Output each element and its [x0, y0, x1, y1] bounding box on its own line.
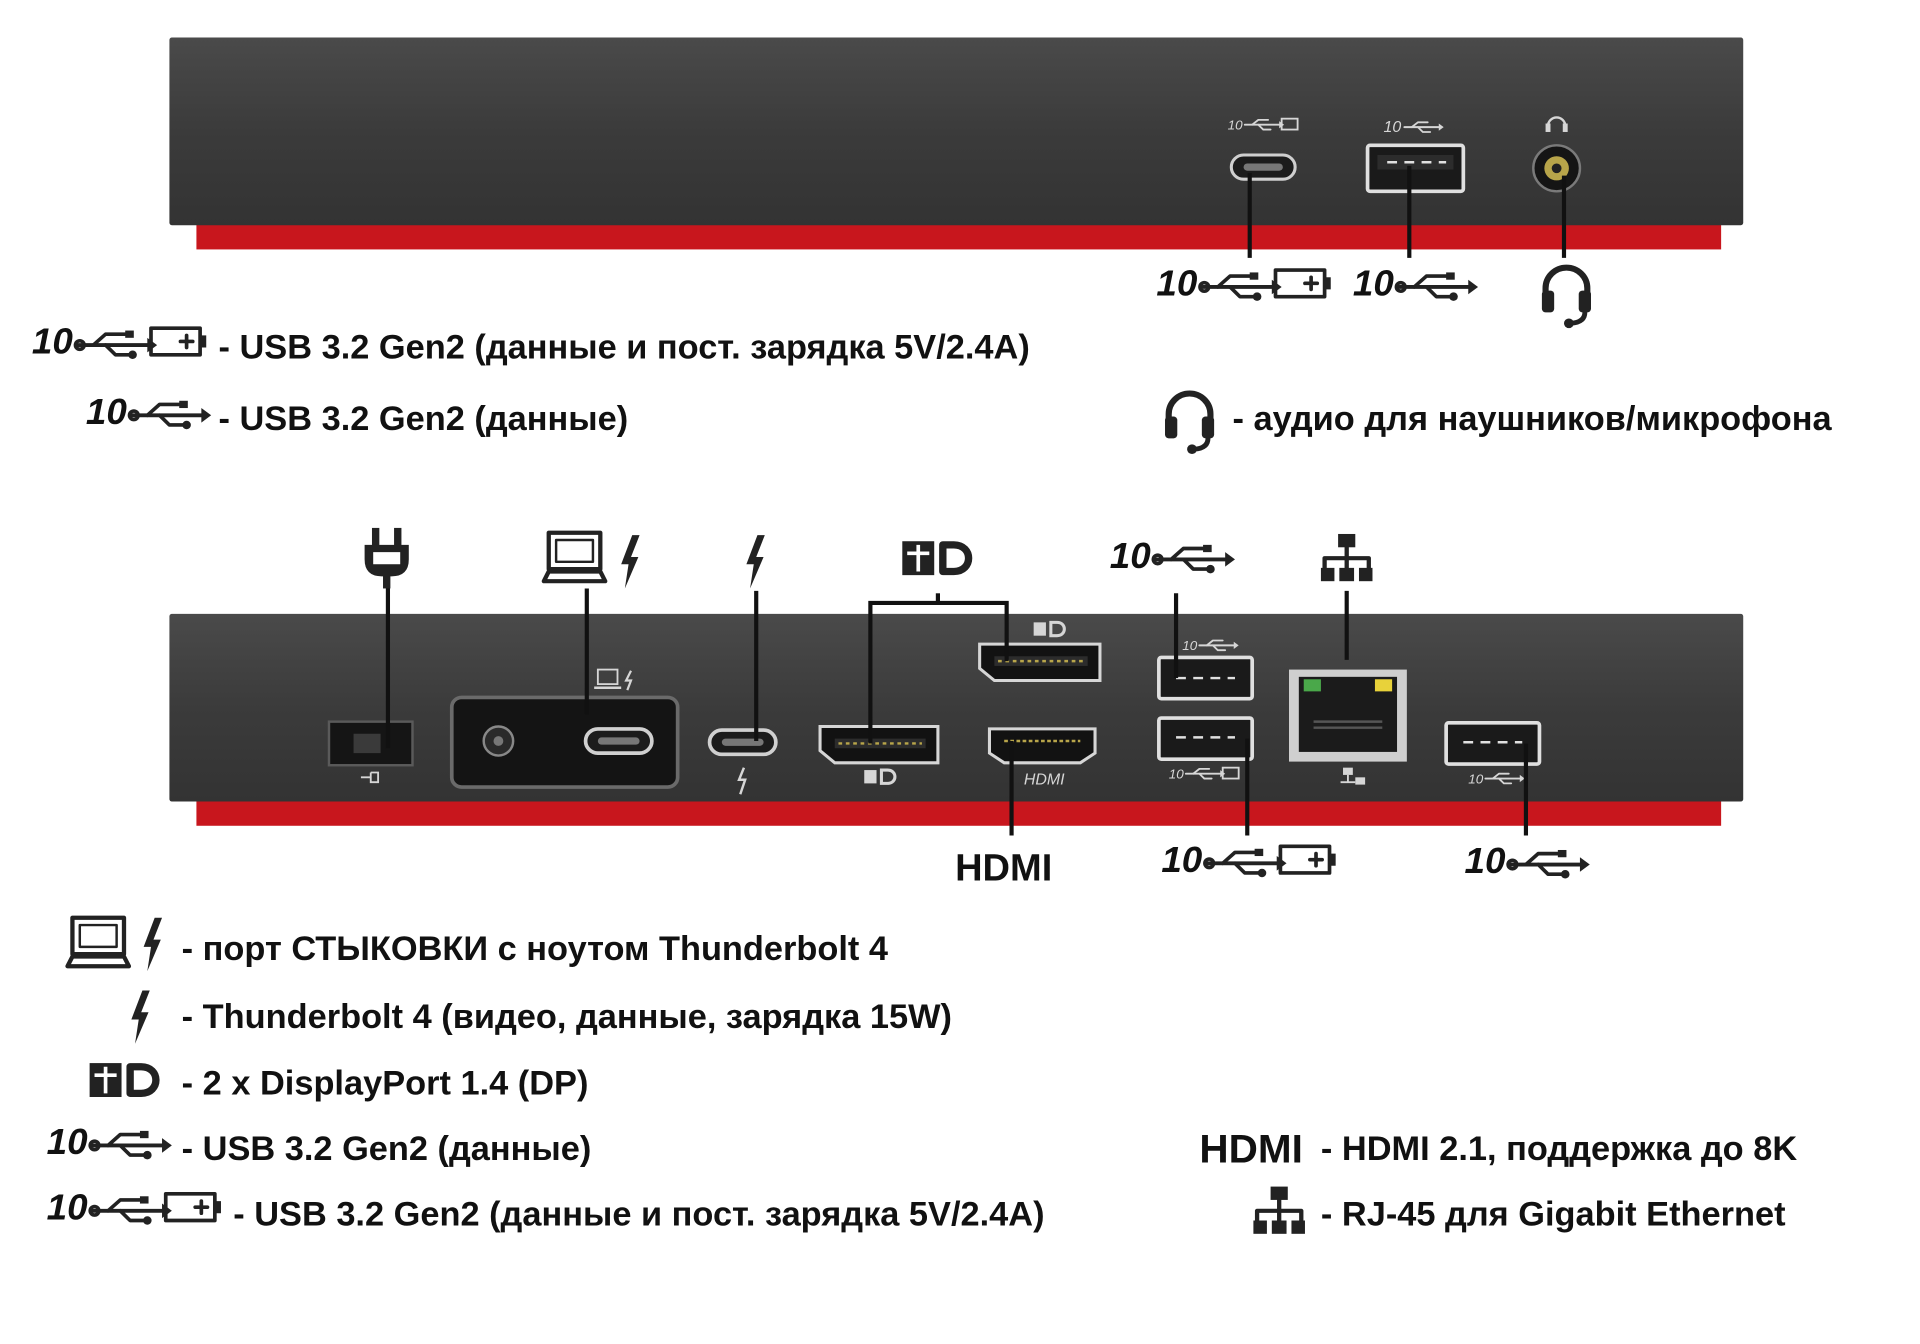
port-print-usb-speed: 10 — [1169, 767, 1185, 782]
rear-displayport-upper — [978, 620, 1102, 682]
front-dock-accent — [196, 222, 1722, 250]
callout-laptop-icon — [544, 533, 605, 581]
legend-rear-ethernet: - RJ-45 для Gigabit Ethernet — [1321, 1196, 1786, 1234]
callout-thunderbolt-icon — [746, 535, 765, 589]
callout-thunderbolt-icon — [621, 535, 640, 589]
legend-front-audio: - аудио для наушников/микрофона — [1233, 400, 1833, 438]
front-audio-jack — [1532, 116, 1582, 193]
legend-rear-usb-charge: - USB 3.2 Gen2 (данные и пост. зарядка 5… — [233, 1196, 1044, 1234]
callout-usb-charge-icon — [1161, 839, 1338, 880]
legend-rear-dock: - порт СТЫКОВКИ с ноутом Thunderbolt 4 — [182, 930, 888, 968]
callout-usb-icon — [1465, 840, 1590, 881]
port-print-usb-speed: 10 — [1228, 118, 1244, 133]
rear-hdmi-port: HDMI — [987, 727, 1097, 789]
front-usb-c-port: 10 — [1228, 118, 1299, 181]
callout-plug-icon — [364, 527, 409, 589]
callout-usb-charge-icon — [1156, 263, 1333, 304]
port-print-usb-speed: 10 — [1468, 771, 1484, 786]
rear-usb-a-port-right: 10 — [1444, 721, 1542, 786]
ethernet-icon — [1253, 1187, 1305, 1234]
rear-ethernet-port — [1289, 669, 1407, 785]
rear-legend: - порт СТЫКОВКИ с ноутом Thunderbolt 4 -… — [47, 918, 1798, 1234]
port-print-usb-speed: 10 — [1384, 119, 1402, 136]
rear-usb-a-port-upper: 10 — [1157, 638, 1255, 701]
rear-thunderbolt-port — [707, 728, 778, 795]
legend-front-usb-charge: - USB 3.2 Gen2 (данные и пост. зарядка 5… — [219, 329, 1030, 367]
port-print-usb-speed: 10 — [1182, 638, 1198, 653]
rear-dock: HDMI 10 10 — [169, 613, 1744, 826]
rear-dc-power-port — [327, 720, 414, 784]
front-dock-body — [169, 37, 1744, 226]
displayport-icon — [90, 1063, 156, 1097]
callout-displayport-icon — [902, 541, 968, 575]
legend-rear-usb: - USB 3.2 Gen2 (данные) — [182, 1130, 592, 1168]
front-legend: - USB 3.2 Gen2 (данные и пост. зарядка 5… — [32, 321, 1833, 454]
rear-usb-a-port-charge: 10 — [1157, 716, 1255, 782]
rear-displayport-lower — [818, 724, 940, 785]
legend-rear-displayport: - 2 x DisplayPort 1.4 (DP) — [182, 1065, 589, 1103]
thunderbolt-icon — [131, 990, 150, 1044]
callout-hdmi-text: HDMI — [955, 847, 1052, 889]
callout-ethernet-icon — [1321, 534, 1373, 581]
legend-rear-thunderbolt: - Thunderbolt 4 (видео, данные, зарядка … — [182, 998, 952, 1036]
legend-rear-hdmi: - HDMI 2.1, поддержка до 8K — [1321, 1130, 1798, 1168]
port-print-hdmi: HDMI — [1024, 772, 1065, 789]
callout-usb-icon — [1110, 535, 1235, 576]
rear-dock-accent — [196, 799, 1722, 826]
usb-icon — [47, 1121, 172, 1162]
headset-icon — [1165, 394, 1214, 455]
front-usb-a-port: 10 — [1365, 119, 1466, 194]
hdmi-icon: HDMI — [1199, 1127, 1302, 1172]
legend-front-usb: - USB 3.2 Gen2 (данные) — [219, 400, 629, 438]
usb-charge-icon — [47, 1187, 223, 1228]
usb-icon — [86, 391, 211, 432]
rear-docking-port — [449, 668, 680, 789]
laptop-thunderbolt-icon — [68, 918, 163, 972]
callout-headset-icon — [1542, 268, 1591, 329]
usb-charge-icon — [32, 321, 209, 362]
callout-usb-icon — [1353, 263, 1478, 304]
front-dock: 10 10 — [169, 37, 1744, 250]
